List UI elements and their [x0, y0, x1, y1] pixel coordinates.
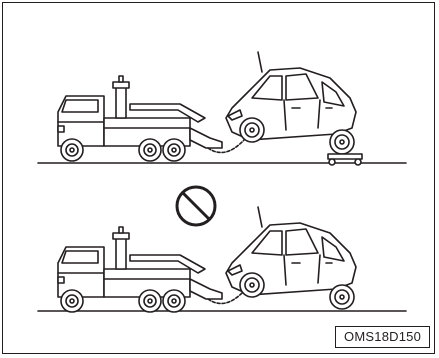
- scene-incorrect-towing: [38, 207, 406, 312]
- towed-car: [226, 52, 356, 154]
- scene-correct-towing: [38, 52, 406, 165]
- tow-truck: [58, 227, 222, 312]
- figure-code-label: OMS18D150: [335, 326, 430, 348]
- towed-car: [226, 207, 356, 309]
- prohibition-icon: [177, 187, 215, 225]
- tow-truck: [58, 76, 222, 161]
